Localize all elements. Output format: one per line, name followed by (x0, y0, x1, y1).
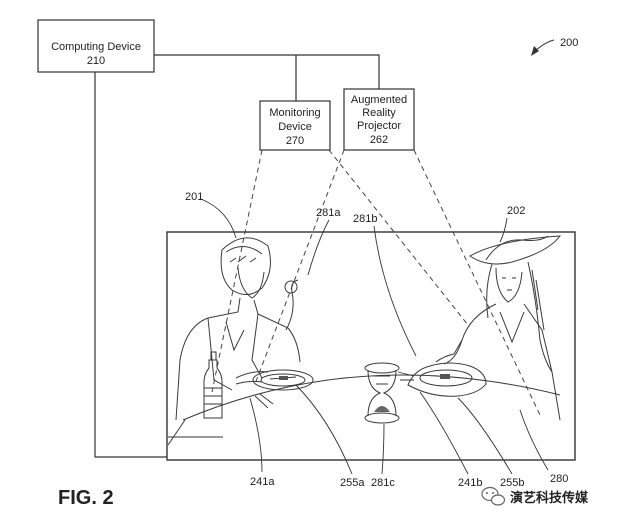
ref-241a: 241a (250, 476, 275, 488)
ref-281c: 281c (371, 477, 395, 489)
reference-numerals: 201 202 281a 281b 241a 255a 281c 241b 25… (185, 191, 568, 489)
person-right (435, 235, 562, 421)
ar-projector-line2: Reality (362, 107, 396, 119)
monitoring-device-box: Monitoring Device 270 (259, 100, 331, 151)
ref-255b: 255b (500, 477, 524, 489)
table (167, 374, 561, 446)
ar-projector-line3: Projector (357, 120, 401, 132)
ref-202: 202 (507, 205, 525, 217)
monitoring-device-ref: 270 (286, 135, 304, 147)
watermark: 演艺科技传媒 (481, 486, 589, 506)
plate-left (252, 369, 314, 409)
ar-projector-box: Augmented Reality Projector 262 (343, 88, 415, 151)
ref-280: 280 (550, 473, 568, 485)
monitoring-device-line1: Monitoring (269, 107, 320, 119)
ref-281a: 281a (316, 207, 341, 219)
computing-device-box: Computing Device 210 (37, 19, 155, 73)
ref-241b: 241b (458, 477, 482, 489)
watermark-text: 演艺科技传媒 (510, 490, 589, 505)
ar-projector-ref: 262 (370, 134, 388, 146)
ref-200: 200 (531, 37, 578, 56)
ref-255a: 255a (340, 477, 365, 489)
leader-lines (200, 198, 549, 475)
ar-projector-line1: Augmented (351, 94, 407, 106)
computing-device-ref: 210 (87, 55, 105, 67)
bottle (203, 351, 223, 419)
projection-lines (211, 149, 541, 416)
figure-label: FIG. 2 (58, 487, 114, 509)
scene-frame (166, 231, 576, 461)
wechat-icon (481, 486, 506, 506)
computing-device-label: Computing Device (51, 41, 141, 53)
monitoring-device-line2: Device (278, 121, 312, 133)
ref-281b: 281b (353, 213, 377, 225)
hourglass (364, 362, 400, 424)
connection-lines (94, 54, 380, 458)
plate-right (397, 362, 487, 397)
ref-201: 201 (185, 191, 203, 203)
ref-200-label: 200 (560, 37, 578, 49)
